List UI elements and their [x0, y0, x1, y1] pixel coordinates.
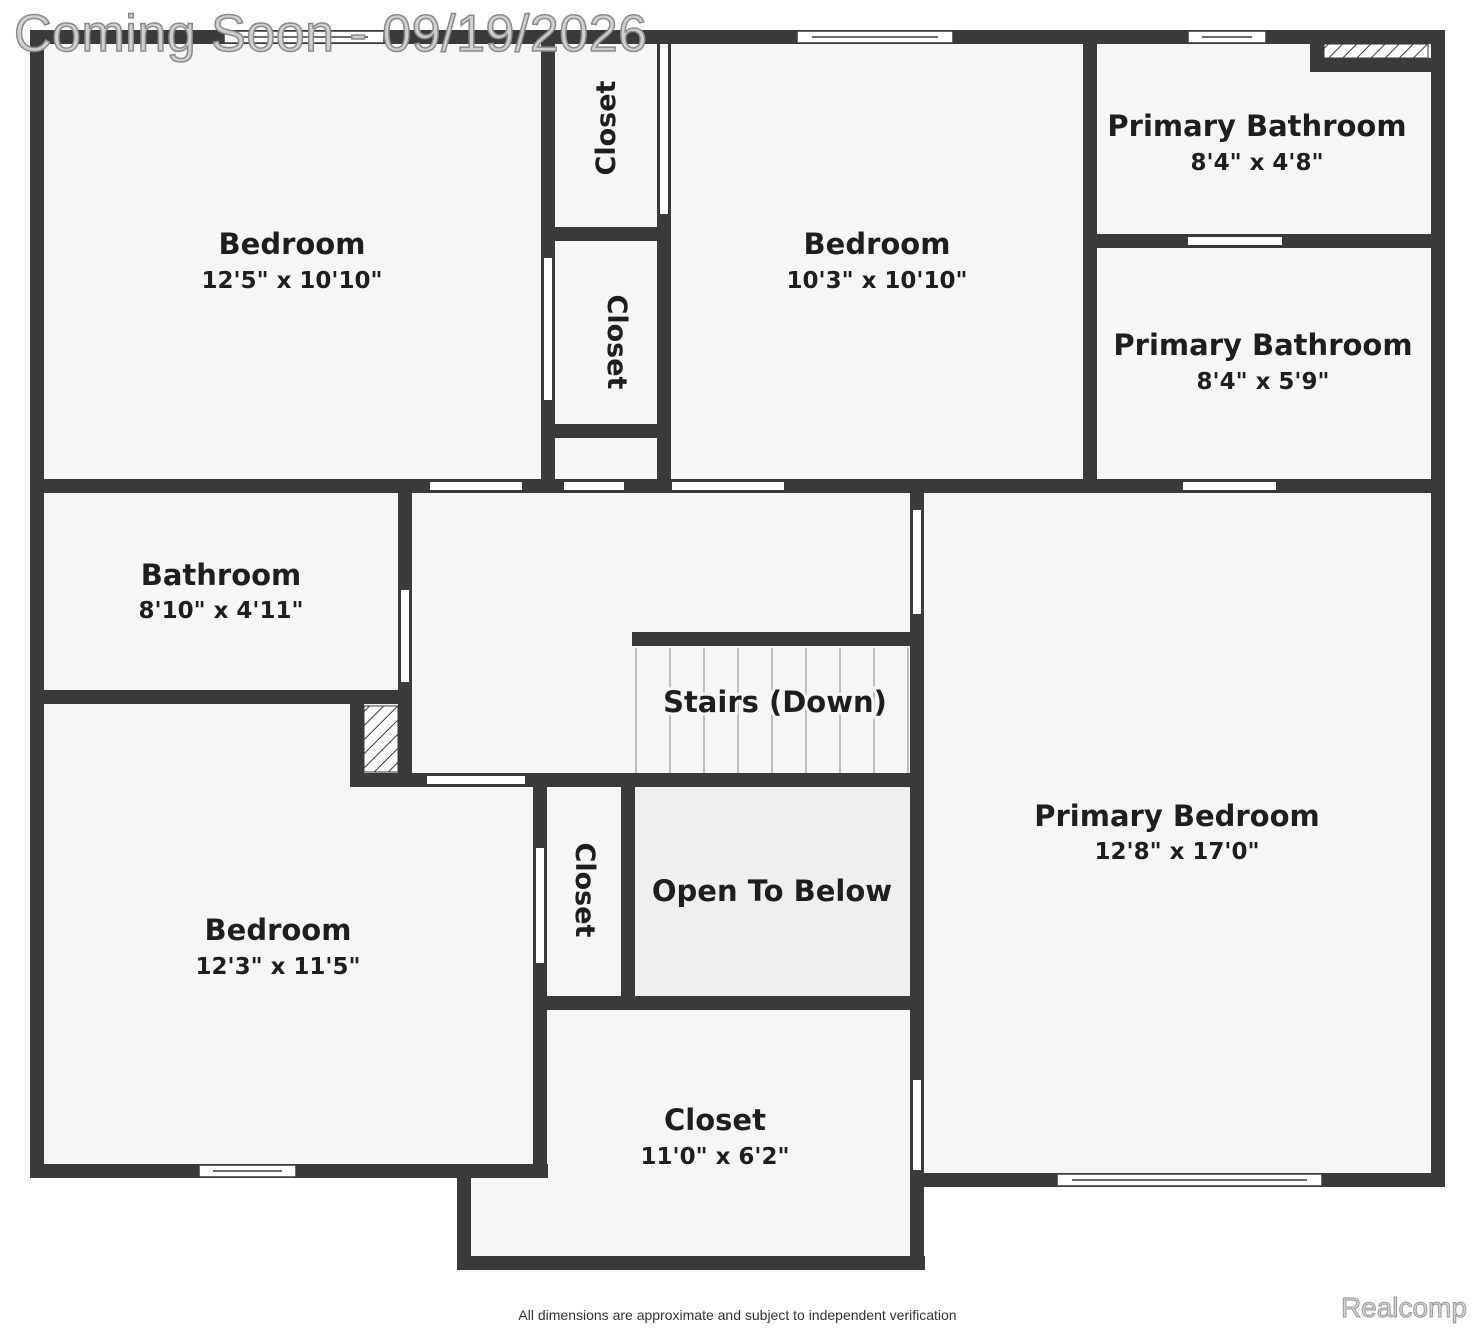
coming-soon-watermark: Coming Soon - 09/19/2026	[13, 4, 648, 64]
room-name: Bedroom	[205, 913, 352, 947]
room-dimensions: 11'0" x 6'2"	[641, 1144, 790, 1170]
room-dimensions: 12'3" x 11'5"	[196, 954, 361, 980]
room-name: Bathroom	[141, 558, 302, 592]
room-name: Open To Below	[652, 874, 892, 908]
room-dimensions: 8'4" x 5'9"	[1197, 369, 1330, 395]
room-primary-bedroom: Primary Bedroom 12'8" x 17'0"	[1034, 799, 1319, 865]
room-bathroom: Bathroom 8'10" x 4'11"	[139, 558, 304, 624]
room-bedroom-n: Bedroom 10'3" x 10'10"	[787, 227, 968, 294]
room-open-to-below: Open To Below	[652, 874, 892, 908]
room-name: Bedroom	[219, 227, 366, 261]
window-inner-lines	[213, 36, 1307, 1181]
door-openings	[401, 44, 1282, 1170]
room-name: Bedroom	[804, 227, 951, 261]
room-dimensions: 12'5" x 10'10"	[202, 268, 383, 294]
room-closet-small: Closet	[569, 843, 600, 938]
room-dimensions: 8'4" x 4'8"	[1191, 150, 1324, 176]
chase-hatch	[363, 705, 399, 773]
room-closet-south: Closet 11'0" x 6'2"	[641, 1103, 790, 1170]
room-name: Primary Bathroom	[1113, 328, 1412, 362]
room-name: Closet	[569, 843, 600, 938]
room-name: Closet	[591, 80, 622, 175]
room-bedroom-sw: Bedroom 12'3" x 11'5"	[196, 913, 361, 980]
room-closet-mid: Closet	[601, 295, 632, 390]
room-name: Closet	[601, 295, 632, 390]
room-stairs: Stairs (Down)	[660, 682, 890, 722]
stair-treads	[635, 648, 909, 773]
dimensions-disclaimer: All dimensions are approximate and subje…	[518, 1307, 957, 1323]
room-name: Primary Bedroom	[1034, 799, 1319, 833]
open-to-below-area	[632, 784, 914, 1000]
room-name: Closet	[664, 1103, 766, 1137]
realcomp-brand: Realcomp	[1340, 1292, 1467, 1324]
room-dimensions: 10'3" x 10'10"	[787, 268, 968, 294]
room-primary-bathroom-2: Primary Bathroom 8'4" x 5'9"	[1113, 328, 1412, 395]
room-name: Stairs (Down)	[663, 685, 887, 719]
room-bedroom-nw: Bedroom 12'5" x 10'10"	[202, 227, 383, 294]
room-closet-top: Closet	[591, 80, 622, 175]
room-name: Primary Bathroom	[1107, 109, 1406, 143]
room-dimensions: 12'8" x 17'0"	[1095, 839, 1260, 865]
shower-hatch	[1323, 43, 1429, 59]
room-dimensions: 8'10" x 4'11"	[139, 598, 304, 624]
room-primary-bathroom-1: Primary Bathroom 8'4" x 4'8"	[1107, 109, 1406, 176]
